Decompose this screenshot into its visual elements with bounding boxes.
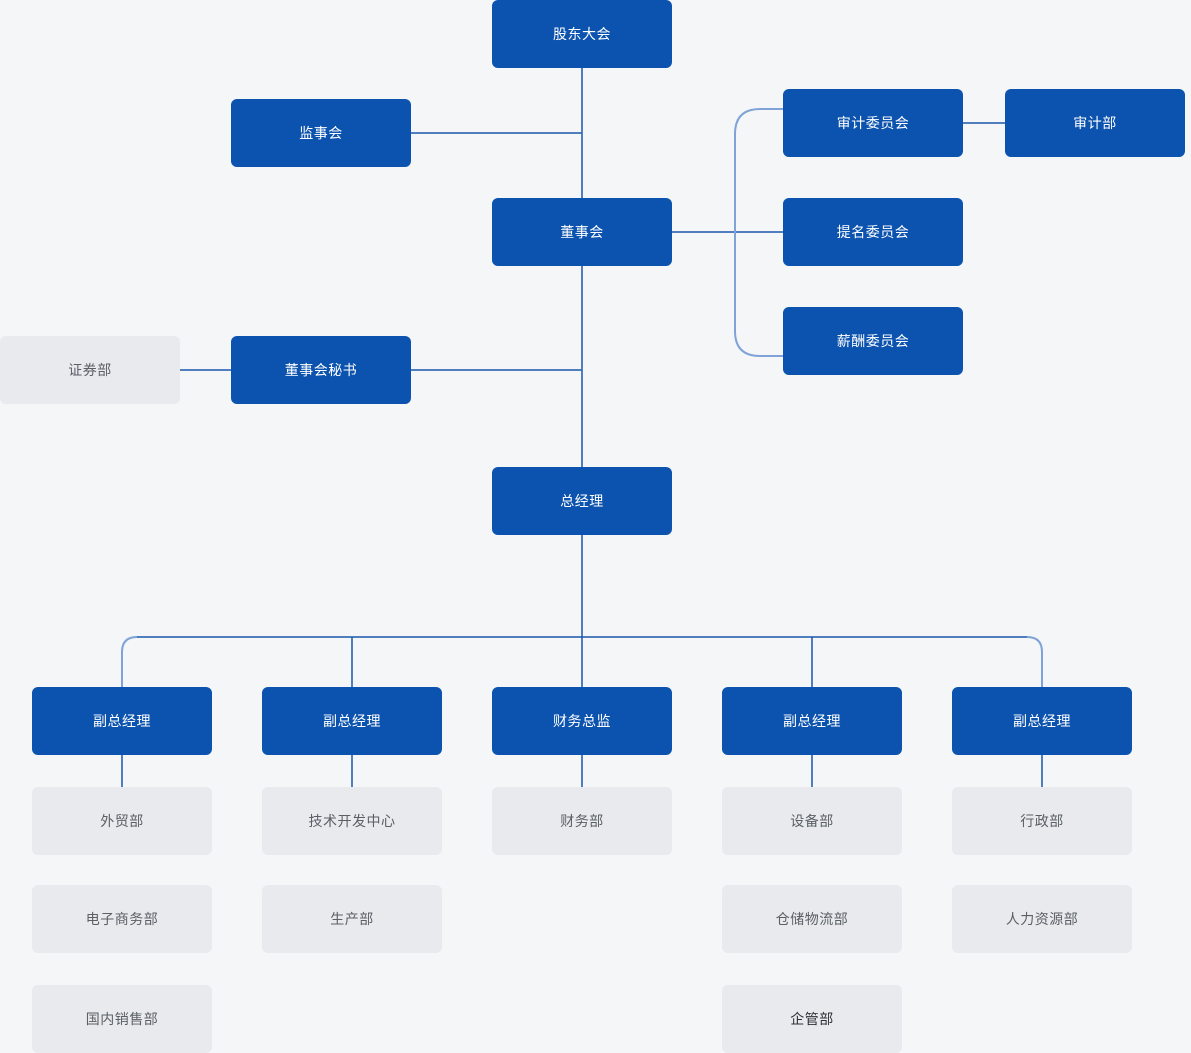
node-label: 行政部 [1020, 813, 1064, 829]
node-general-manager[interactable]: 总经理 [492, 467, 672, 535]
node-deputy-gm-1[interactable]: 副总经理 [32, 687, 212, 755]
node-finance-director[interactable]: 财务总监 [492, 687, 672, 755]
node-audit-department[interactable]: 审计部 [1005, 89, 1185, 157]
node-finance-department[interactable]: 财务部 [492, 787, 672, 855]
distribution-right-corner [1026, 636, 1043, 687]
node-domestic-sales-department[interactable]: 国内销售部 [32, 985, 212, 1053]
node-label: 技术开发中心 [308, 813, 396, 829]
node-supervisory-board[interactable]: 监事会 [231, 99, 411, 167]
node-enterprise-management-department[interactable]: 企管部 [722, 985, 902, 1053]
node-equipment-department[interactable]: 设备部 [722, 787, 902, 855]
node-label: 董事会秘书 [284, 362, 358, 378]
node-foreign-trade-department[interactable]: 外贸部 [32, 787, 212, 855]
node-label: 副总经理 [1013, 713, 1071, 729]
node-shareholders-meeting[interactable]: 股东大会 [492, 0, 672, 68]
node-remuneration-committee[interactable]: 薪酬委员会 [783, 307, 963, 375]
node-administration-department[interactable]: 行政部 [952, 787, 1132, 855]
node-label: 副总经理 [323, 713, 381, 729]
node-label: 董事会 [560, 224, 604, 240]
node-label: 国内销售部 [85, 1011, 159, 1027]
node-label: 审计委员会 [836, 115, 910, 131]
node-nomination-committee[interactable]: 提名委员会 [783, 198, 963, 266]
node-board-secretary[interactable]: 董事会秘书 [231, 336, 411, 404]
node-ecommerce-department[interactable]: 电子商务部 [32, 885, 212, 953]
distribution-left-corner [121, 636, 138, 687]
node-label: 薪酬委员会 [836, 333, 910, 349]
node-audit-committee[interactable]: 审计委员会 [783, 89, 963, 157]
node-label: 副总经理 [783, 713, 841, 729]
node-deputy-gm-3[interactable]: 副总经理 [722, 687, 902, 755]
node-hr-department[interactable]: 人力资源部 [952, 885, 1132, 953]
node-tech-development-center[interactable]: 技术开发中心 [262, 787, 442, 855]
node-label: 人力资源部 [1005, 911, 1079, 927]
node-label: 设备部 [790, 813, 834, 829]
node-label: 财务部 [560, 813, 604, 829]
node-label: 仓储物流部 [775, 911, 849, 927]
node-label: 外贸部 [100, 813, 144, 829]
node-label: 证券部 [68, 362, 112, 378]
node-deputy-gm-2[interactable]: 副总经理 [262, 687, 442, 755]
node-label: 财务总监 [553, 713, 611, 729]
node-deputy-gm-4[interactable]: 副总经理 [952, 687, 1132, 755]
node-label: 监事会 [299, 125, 343, 141]
bracket-committees [734, 108, 783, 357]
node-label: 总经理 [560, 493, 604, 509]
node-label: 提名委员会 [836, 224, 910, 240]
node-board-of-directors[interactable]: 董事会 [492, 198, 672, 266]
node-label: 企管部 [790, 1011, 834, 1027]
node-label: 股东大会 [553, 26, 611, 42]
node-label: 电子商务部 [85, 911, 159, 927]
node-label: 副总经理 [93, 713, 151, 729]
node-label: 审计部 [1073, 115, 1117, 131]
node-label: 生产部 [330, 911, 374, 927]
node-production-department[interactable]: 生产部 [262, 885, 442, 953]
node-warehouse-logistics-department[interactable]: 仓储物流部 [722, 885, 902, 953]
node-securities-department[interactable]: 证券部 [0, 336, 180, 404]
